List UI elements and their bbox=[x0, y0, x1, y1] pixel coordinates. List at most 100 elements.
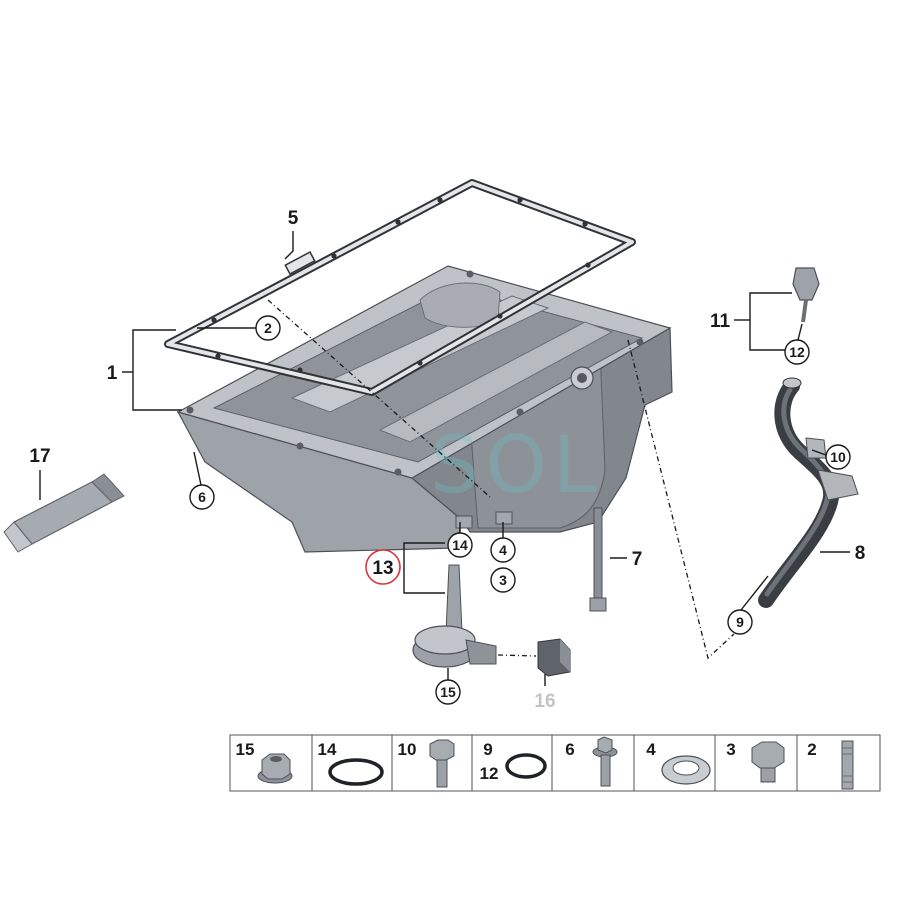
connector bbox=[537, 638, 571, 677]
bolt-7-shank bbox=[593, 507, 603, 601]
dipstick bbox=[792, 267, 820, 323]
callout-label: 4 bbox=[499, 542, 507, 558]
sensor-stem bbox=[445, 564, 463, 633]
callout-circle bbox=[825, 444, 851, 470]
oil-pan-bolt-hole bbox=[296, 442, 304, 450]
callout-circle bbox=[490, 567, 516, 593]
leader-line bbox=[284, 231, 294, 260]
gasket-hole bbox=[582, 221, 588, 227]
legend-label: 12 bbox=[480, 764, 499, 783]
gasket bbox=[164, 179, 636, 396]
bolt-7 bbox=[589, 507, 607, 612]
legend-cell: 9 12 bbox=[480, 740, 547, 783]
sealant-tube bbox=[3, 473, 125, 553]
callout-label: 7 bbox=[632, 549, 643, 570]
guide-tube-dashed-line bbox=[627, 339, 735, 660]
callout-12: 12 bbox=[784, 323, 810, 365]
gasket-hole bbox=[585, 262, 591, 268]
callout-label: 9 bbox=[736, 614, 744, 630]
callout-circle bbox=[189, 484, 215, 510]
callout-1: 1 bbox=[107, 329, 182, 411]
o-ring-icon bbox=[505, 753, 547, 779]
bolt-7-head bbox=[589, 597, 607, 612]
legend-label: 6 bbox=[565, 740, 574, 759]
callout-label: 12 bbox=[789, 344, 805, 360]
leader-line bbox=[740, 575, 769, 611]
o-ring-icon bbox=[328, 758, 384, 786]
leader-line bbox=[797, 323, 803, 341]
stud-dashed-line bbox=[267, 299, 491, 498]
legend-table: 15 14 10 9 12 6 bbox=[229, 734, 881, 792]
legend-cell: 6 bbox=[565, 736, 618, 787]
callout-4: 4 bbox=[490, 522, 516, 563]
oil-level-sensor bbox=[412, 564, 497, 668]
callout-6: 6 bbox=[189, 451, 215, 510]
gasket-tab bbox=[284, 250, 316, 276]
callout-10: 10 bbox=[811, 444, 851, 470]
callout-14: 14 bbox=[447, 522, 473, 558]
oil-pan-drain-boss bbox=[495, 511, 513, 525]
legend-label: 2 bbox=[807, 740, 816, 759]
gasket-inner bbox=[166, 181, 634, 394]
gasket-hole bbox=[331, 253, 337, 259]
callout-15: 15 bbox=[435, 668, 461, 705]
oil-pan-bolt-hole bbox=[516, 408, 524, 416]
legend-cell: 4 bbox=[646, 740, 711, 785]
guide-tube-opening bbox=[782, 377, 802, 389]
callout-label: 2 bbox=[264, 320, 272, 336]
bolt-icon bbox=[429, 739, 455, 788]
oil-pan-drain-boss bbox=[455, 515, 473, 529]
sensor-top bbox=[414, 625, 476, 655]
leader-line bbox=[193, 451, 202, 486]
oil-pan-bolt-hole bbox=[186, 406, 194, 414]
callout-label: 17 bbox=[29, 446, 50, 467]
watermark: SOL bbox=[430, 421, 602, 511]
callout-label: 13 bbox=[372, 558, 393, 579]
connector-face bbox=[560, 639, 570, 672]
callout-label: 1 bbox=[107, 363, 118, 384]
legend-cell: 15 bbox=[236, 740, 293, 784]
dipstick-stem bbox=[801, 299, 808, 323]
callout-label: 8 bbox=[855, 543, 866, 564]
guide-tube bbox=[758, 377, 859, 608]
oil-pan-bolt-hole bbox=[636, 338, 644, 346]
guide-tube-bracket bbox=[817, 469, 859, 501]
sealant-tube-body bbox=[13, 481, 114, 545]
oil-pan-cavity bbox=[212, 286, 644, 463]
dipstick-cap bbox=[792, 267, 820, 301]
gasket-hole bbox=[497, 313, 503, 319]
callout-circle bbox=[727, 609, 753, 635]
callout-label: 3 bbox=[499, 572, 507, 588]
gasket-hole bbox=[395, 219, 401, 225]
guide-tube-body bbox=[758, 378, 840, 608]
callout-label: 14 bbox=[452, 537, 468, 553]
leader-line bbox=[811, 449, 827, 456]
callout-8: 8 bbox=[820, 543, 865, 564]
callout-label: 11 bbox=[710, 311, 731, 332]
legend-cell: 14 bbox=[318, 740, 384, 786]
legend-label: 3 bbox=[726, 740, 735, 759]
callout-circle bbox=[255, 315, 281, 341]
plug-icon bbox=[751, 741, 785, 783]
legend-cell: 10 bbox=[398, 739, 455, 788]
flange-bolt-icon bbox=[592, 736, 618, 787]
callout-label: 6 bbox=[198, 489, 206, 505]
callout-label: 5 bbox=[288, 208, 299, 229]
callout-2: 2 bbox=[197, 315, 281, 341]
washer-icon bbox=[661, 755, 711, 785]
oil-pan-baffle-wall bbox=[378, 321, 614, 443]
sensor-connector-dashed-line bbox=[497, 654, 537, 657]
callout-3: 3 bbox=[490, 567, 516, 593]
callout-11: 11 bbox=[710, 292, 792, 351]
legend-label: 4 bbox=[646, 740, 656, 759]
callout-circle bbox=[490, 537, 516, 563]
oil-pan-bolt-hole bbox=[466, 270, 474, 278]
callout-circle bbox=[435, 679, 461, 705]
oil-pan-pickup-well bbox=[419, 282, 501, 328]
callout-9: 9 bbox=[727, 575, 769, 635]
bracket-line bbox=[749, 292, 792, 351]
sealant-tube-nozzle bbox=[3, 521, 33, 553]
callout-13: 13 bbox=[365, 542, 445, 594]
sealant-tube-crimp bbox=[91, 473, 125, 503]
